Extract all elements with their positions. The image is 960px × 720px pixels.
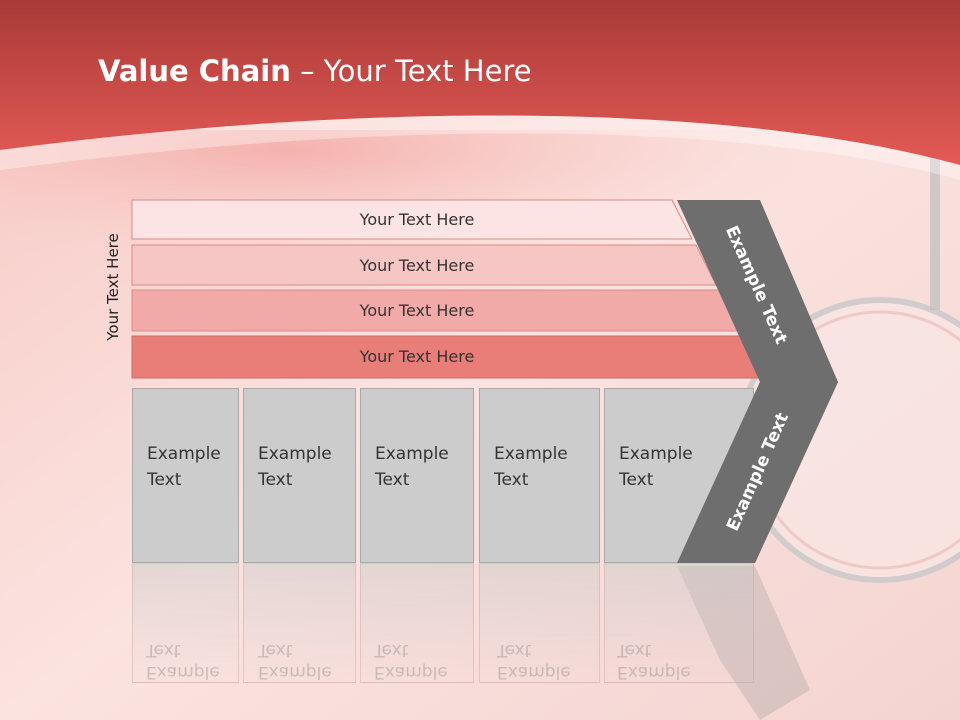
band-1: Your Text Here bbox=[132, 200, 702, 238]
band-2: Your Text Here bbox=[132, 246, 702, 284]
box-3-line1: Example bbox=[375, 444, 449, 464]
box-4-line2: Text bbox=[494, 470, 529, 490]
box-1-line1: Example bbox=[147, 444, 221, 464]
band-2-label: Your Text Here bbox=[359, 255, 475, 275]
page-title: Value Chain – Your Text Here bbox=[98, 54, 532, 88]
band-shape-1 bbox=[131, 199, 693, 240]
chevron-reflection bbox=[677, 566, 810, 720]
band-4-label: Your Text Here bbox=[359, 346, 475, 366]
box-3-line2: Text bbox=[375, 470, 410, 490]
example-box-3: Example Text bbox=[360, 388, 474, 563]
box-5-line1: Example bbox=[619, 444, 693, 464]
band-3-label: Your Text Here bbox=[359, 300, 475, 320]
band-3: Your Text Here bbox=[132, 291, 702, 329]
box-5-line2: Text bbox=[619, 470, 654, 490]
example-box-1: Example Text bbox=[132, 388, 239, 563]
title-rest: – Your Text Here bbox=[290, 54, 532, 88]
band-1-label: Your Text Here bbox=[359, 209, 475, 229]
box-4-line1: Example bbox=[494, 444, 568, 464]
box-2-line2: Text bbox=[258, 470, 293, 490]
example-box-4: Example Text bbox=[479, 388, 600, 563]
band-4: Your Text Here bbox=[132, 337, 702, 375]
box-1-line2: Text bbox=[147, 470, 182, 490]
chevron-top bbox=[677, 200, 838, 382]
box-2-line1: Example bbox=[258, 444, 332, 464]
example-box-2: Example Text bbox=[243, 388, 356, 563]
title-bold: Value Chain bbox=[98, 54, 291, 88]
